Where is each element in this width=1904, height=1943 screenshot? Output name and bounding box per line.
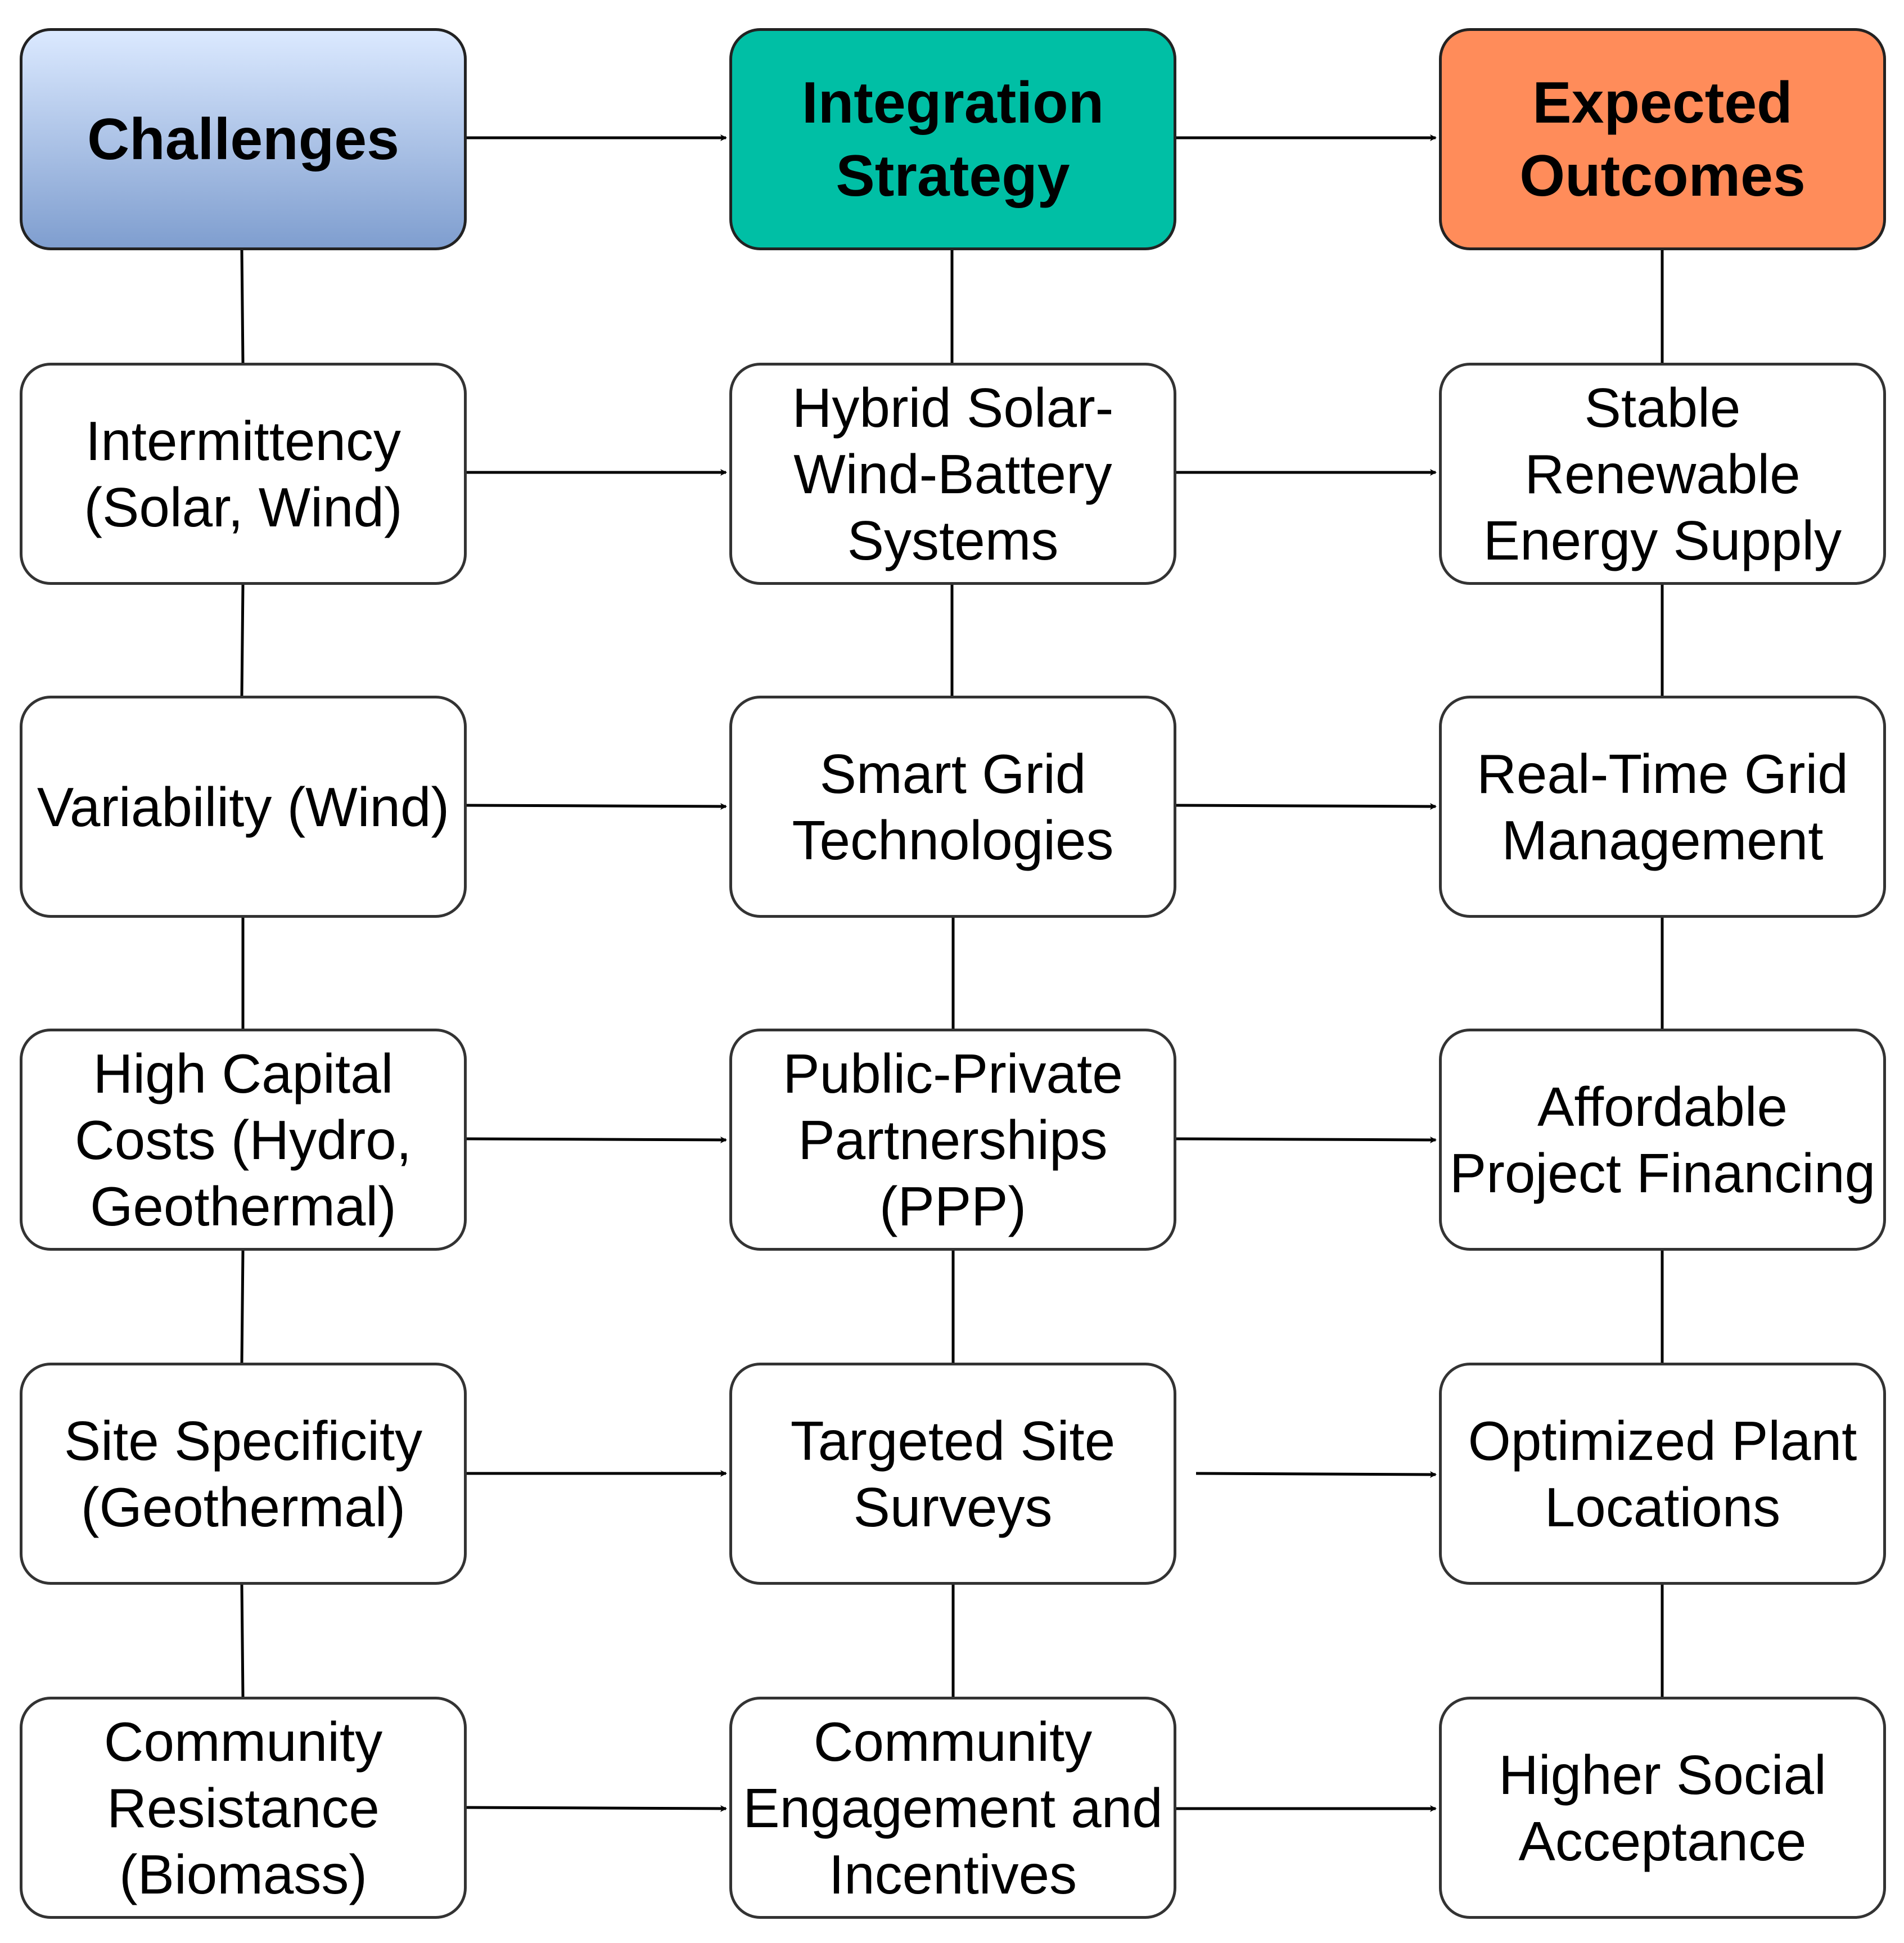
strategy-box-hybrid-systems: Hybrid Solar- Wind-Battery Systems <box>729 363 1176 585</box>
vline-challenges-4 <box>240 1584 245 1697</box>
arrow-row-2-a <box>466 803 727 810</box>
challenge-box-intermittency: Intermittency (Solar, Wind) <box>20 363 467 585</box>
strategy-box-community-engagement: Community Engagement and Incentives <box>729 1697 1176 1919</box>
outcome-box-project-financing: Affordable Project Financing <box>1439 1029 1886 1251</box>
vline-challenges-3 <box>240 1250 245 1363</box>
vline-challenges-1 <box>240 584 245 696</box>
outcome-box-social-acceptance: Higher Social Acceptance <box>1439 1697 1886 1919</box>
integration-strategy-header: Integration Strategy <box>729 28 1176 250</box>
strategy-box-site-surveys: Targeted Site Surveys <box>729 1363 1176 1585</box>
expected-outcomes-header: Expected Outcomes <box>1439 28 1886 250</box>
row-arrows <box>466 134 1437 1812</box>
arrow-row-5-a <box>466 1805 727 1812</box>
challenge-box-high-capital-costs: High Capital Costs (Hydro, Geothermal) <box>20 1029 467 1251</box>
challenges-header: Challenges <box>20 28 467 250</box>
outcome-box-plant-locations: Optimized Plant Locations <box>1439 1363 1886 1585</box>
outcome-box-stable-supply: Stable Renewable Energy Supply <box>1439 363 1886 585</box>
arrow-row-2-b <box>1176 803 1437 810</box>
strategy-box-ppp: Public-Private Partnerships (PPP) <box>729 1029 1176 1251</box>
challenge-box-variability: Variability (Wind) <box>20 696 467 918</box>
challenge-box-community-resistance: Community Resistance (Biomass) <box>20 1697 467 1919</box>
arrow-row-3-a <box>466 1136 727 1143</box>
arrow-row-4-b <box>1195 1471 1437 1478</box>
column-connectors <box>240 250 1664 1697</box>
vline-challenges-0 <box>240 250 245 363</box>
arrow-row-3-b <box>1176 1136 1437 1143</box>
challenge-box-site-specificity: Site Specificity (Geothermal) <box>20 1363 467 1585</box>
outcome-box-grid-management: Real-Time Grid Management <box>1439 696 1886 918</box>
strategy-box-smart-grid: Smart Grid Technologies <box>729 696 1176 918</box>
